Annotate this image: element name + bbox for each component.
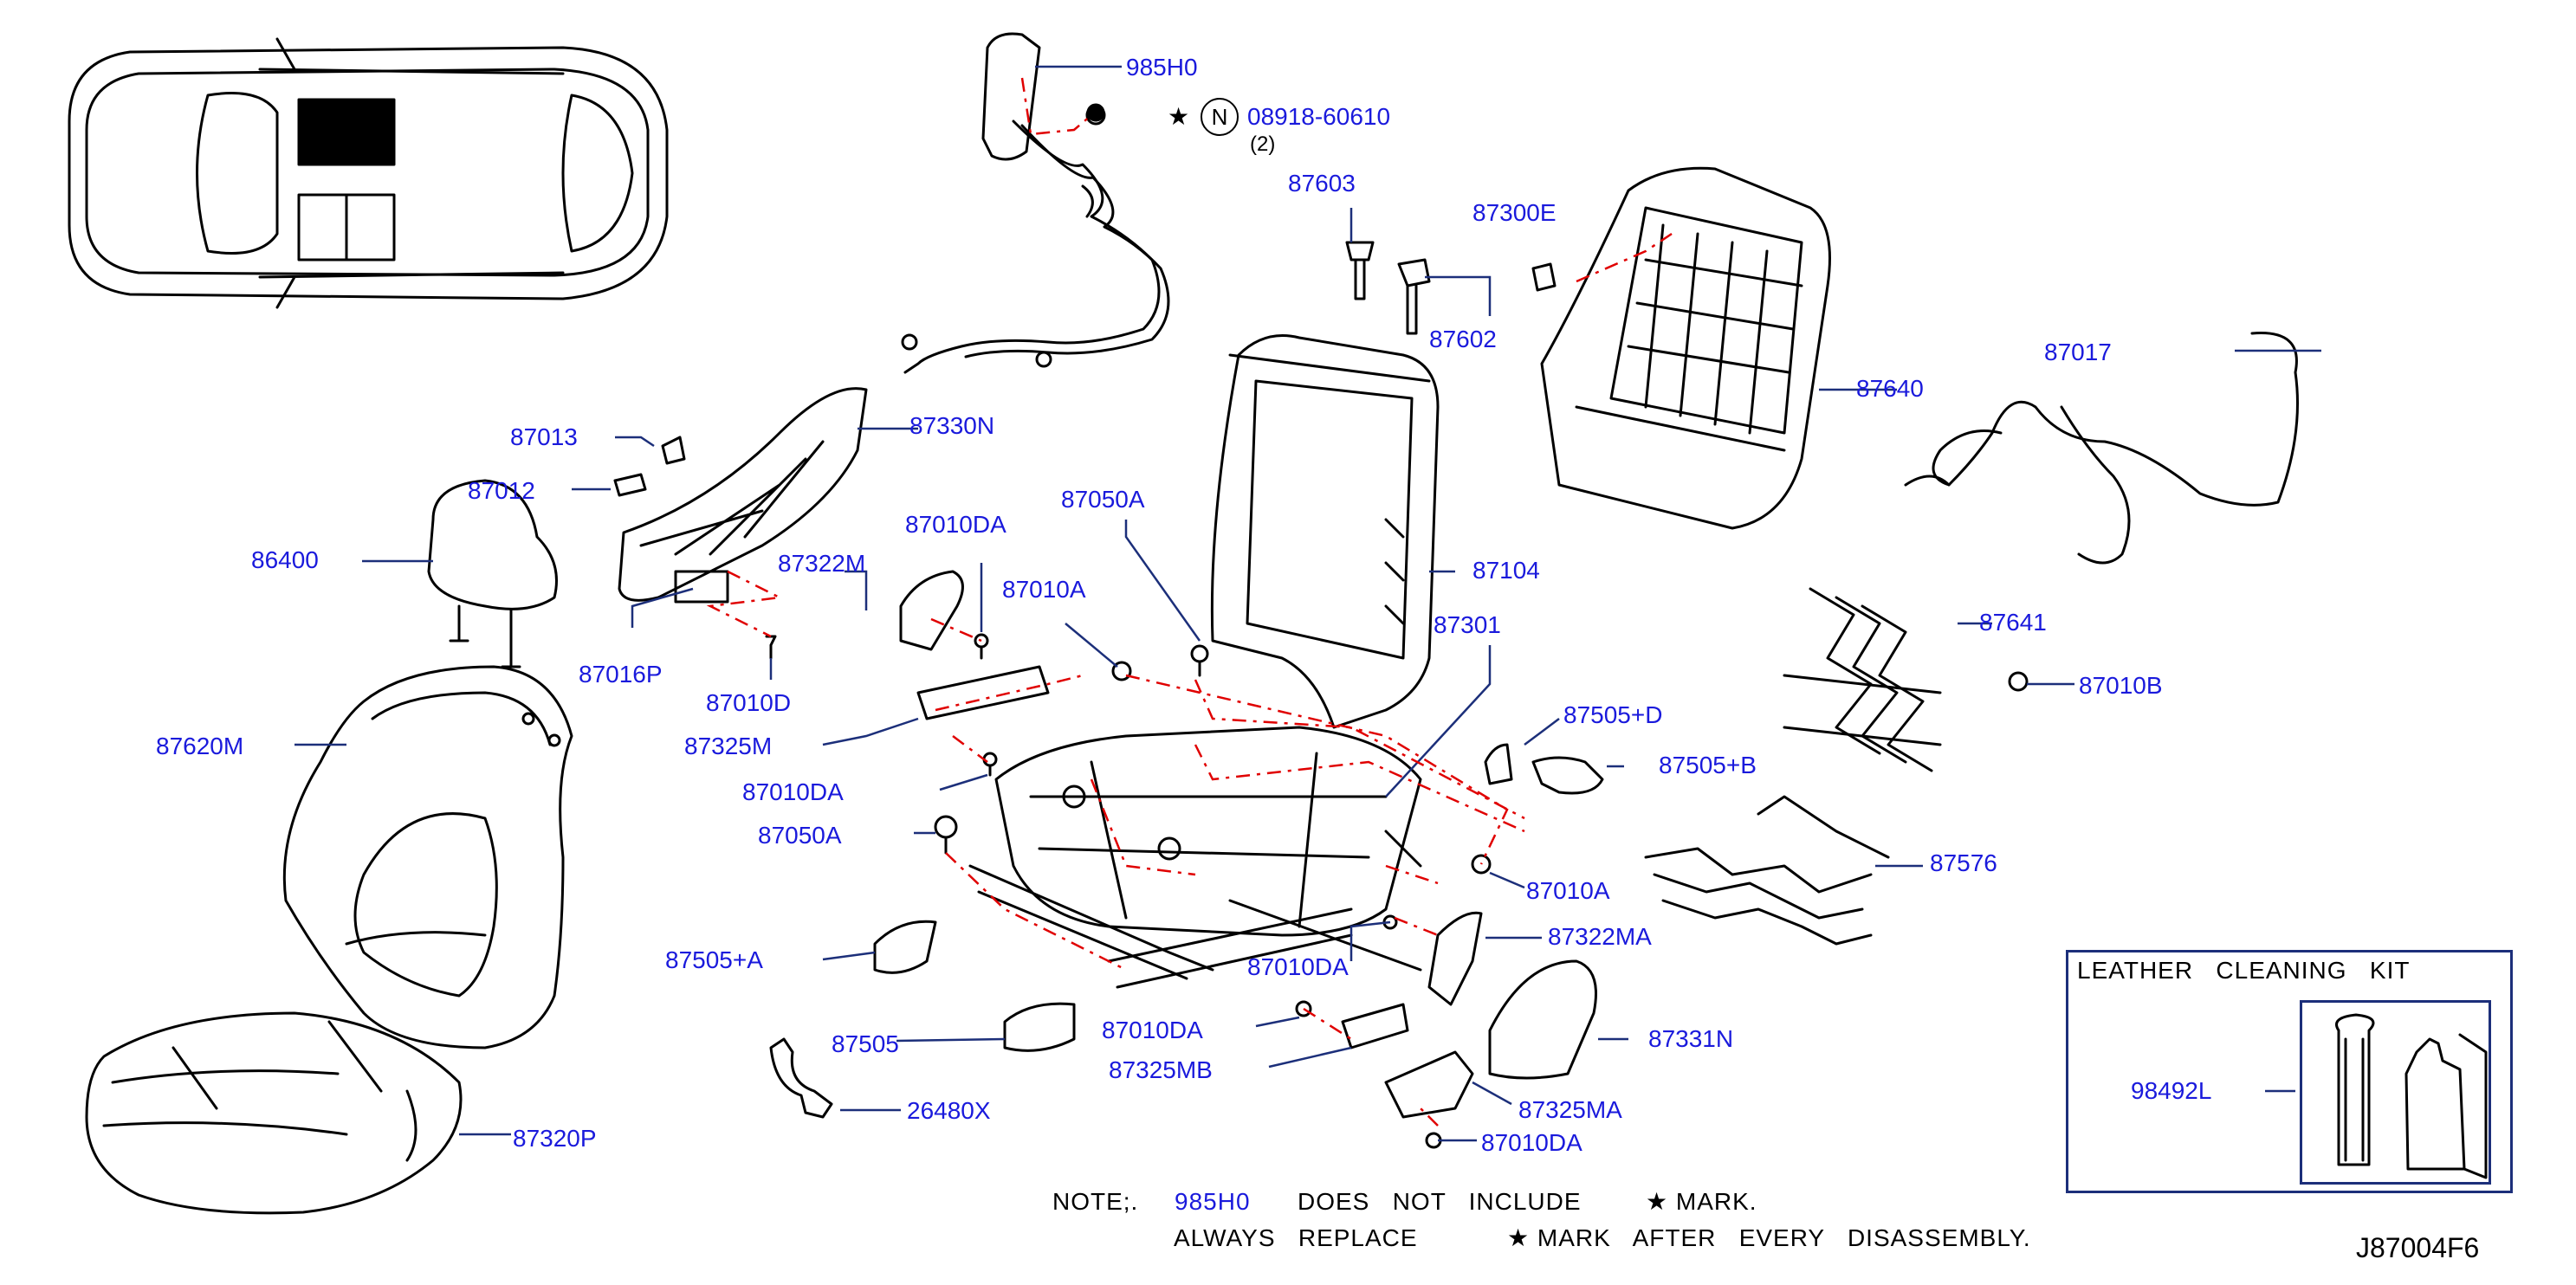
cushion-spring[interactable]: [1644, 795, 1890, 946]
leather-cleaning-kit-inner-box: [2300, 1000, 2491, 1185]
callout-87050A-2[interactable]: 87050A: [758, 822, 842, 849]
callout-87010A-1[interactable]: 87010A: [1002, 576, 1086, 603]
car-top-view-icon: [68, 37, 669, 309]
callout-87505-B[interactable]: 87505+B: [1659, 752, 1757, 778]
callout-87010DA-1[interactable]: 87010DA: [905, 511, 1006, 538]
bolt-87010DA-4[interactable]: [1295, 1000, 1312, 1017]
callout-87325M[interactable]: 87325M: [684, 733, 773, 759]
knob-87013[interactable]: [661, 436, 686, 465]
callout-87603[interactable]: 87603: [1288, 170, 1356, 197]
note-line2-start: ALWAYS REPLACE: [1174, 1224, 1418, 1251]
diagram-id: J87004F6: [2356, 1232, 2480, 1263]
callout-87104[interactable]: 87104: [1472, 557, 1540, 584]
star-symbol: ★: [1168, 103, 1190, 130]
callout-87301[interactable]: 87301: [1434, 611, 1501, 638]
callout-87010DA-2[interactable]: 87010DA: [742, 778, 844, 805]
note-line2-rest: ★ MARK AFTER EVERY DISASSEMBLY.: [1507, 1224, 2031, 1251]
seatback-frame[interactable]: [1210, 334, 1440, 729]
trim-87505-D[interactable]: [1484, 743, 1513, 785]
leather-cleaning-kit-box: [2066, 950, 2513, 1193]
seatback-cover[interactable]: [282, 665, 573, 1049]
side-airbag-module[interactable]: [901, 32, 1170, 374]
clip-87300E[interactable]: [1531, 262, 1557, 292]
callout-87505-D[interactable]: 87505+D: [1563, 701, 1663, 728]
note-part-number[interactable]: 985H0: [1175, 1188, 1251, 1215]
callout-98492L[interactable]: 98492L: [2131, 1077, 2212, 1104]
seat-cushion-cover[interactable]: [85, 1011, 463, 1215]
headrest-guide-87602[interactable]: [1397, 258, 1431, 335]
callout-86400[interactable]: 86400: [251, 546, 319, 573]
nut-87010B[interactable]: [2008, 671, 2029, 692]
kit-title: LEATHER CLEANING KIT: [2077, 957, 2411, 984]
callout-87331N[interactable]: 87331N: [1648, 1025, 1734, 1052]
cleaning-kit-illustration: [2335, 1013, 2488, 1179]
callout-985H0[interactable]: 985H0: [1126, 54, 1198, 81]
nut-87010A-1[interactable]: [1111, 661, 1132, 681]
callout-87322MA[interactable]: 87322MA: [1548, 923, 1652, 950]
callout-08918-qty: (2): [1250, 132, 1276, 156]
side-shield-outer[interactable]: [618, 387, 868, 604]
callout-87010DA-3[interactable]: 87010DA: [1247, 953, 1349, 980]
callout-87330N[interactable]: 87330N: [909, 412, 995, 439]
knob-87012[interactable]: [613, 473, 647, 497]
callout-87640[interactable]: 87640: [1856, 375, 1924, 402]
seat-cushion-frame[interactable]: [968, 726, 1422, 989]
headrest-guide-87603[interactable]: [1345, 241, 1375, 300]
bracket-87325M[interactable]: [916, 665, 1050, 720]
n-circle-icon: N: [1201, 98, 1239, 136]
bolt-87050A-2[interactable]: [934, 815, 958, 855]
seatback-spring[interactable]: [1783, 587, 1942, 772]
callout-26480X[interactable]: 26480X: [907, 1097, 991, 1124]
bolt-87010DA-2[interactable]: [982, 752, 998, 777]
callout-08918-60610[interactable]: 08918-60610: [1247, 103, 1391, 130]
bolt-87010DA-1[interactable]: [974, 633, 989, 660]
note-label: NOTE;.: [1052, 1188, 1139, 1215]
callout-87010DA-4[interactable]: 87010DA: [1102, 1017, 1203, 1043]
callout-87505[interactable]: 87505: [832, 1030, 899, 1057]
seatback-board[interactable]: [1540, 166, 1831, 530]
screw-87010D[interactable]: [765, 635, 777, 660]
callout-87325MA[interactable]: 87325MA: [1518, 1096, 1622, 1123]
assembly-dash-lines: [706, 77, 1673, 1127]
bolt-87050A-1[interactable]: [1190, 644, 1209, 677]
trim-87505[interactable]: [1003, 1002, 1076, 1052]
headrest[interactable]: [427, 479, 558, 668]
note-line1: DOES NOT INCLUDE: [1298, 1188, 1582, 1215]
bracket-87322M[interactable]: [899, 570, 964, 651]
trim-87505-A[interactable]: [873, 920, 937, 974]
leader-lines: [294, 65, 2321, 1142]
callout-87602[interactable]: 87602: [1429, 326, 1497, 352]
callout-87641[interactable]: 87641: [1979, 609, 2047, 636]
callout-87016P[interactable]: 87016P: [579, 661, 663, 688]
seat-harness[interactable]: [1904, 332, 2299, 565]
callout-87505-A[interactable]: 87505+A: [665, 946, 763, 973]
callout-87320P[interactable]: 87320P: [513, 1125, 597, 1152]
bracket-87325MA[interactable]: [1384, 1050, 1474, 1119]
callout-87017[interactable]: 87017: [2044, 339, 2112, 365]
callout-87010D[interactable]: 87010D: [706, 689, 792, 716]
shield-87331N[interactable]: [1488, 959, 1597, 1080]
callout-87322M[interactable]: 87322M: [778, 550, 866, 577]
note-mark1: ★ MARK.: [1646, 1188, 1757, 1215]
callout-87010A-2[interactable]: 87010A: [1526, 877, 1610, 904]
callout-87325MB[interactable]: 87325MB: [1109, 1056, 1213, 1083]
nut-87010A-2[interactable]: [1471, 854, 1492, 875]
callout-87012[interactable]: 87012: [468, 477, 535, 504]
trim-87505-B[interactable]: [1531, 756, 1604, 795]
callout-87050A-1[interactable]: 87050A: [1061, 486, 1145, 513]
callout-87013[interactable]: 87013: [510, 423, 578, 450]
nut-08918-60610[interactable]: [1085, 105, 1106, 126]
callout-87010DA-5[interactable]: 87010DA: [1481, 1129, 1582, 1156]
bracket-87325MB[interactable]: [1341, 1003, 1409, 1049]
callout-87010B[interactable]: 87010B: [2079, 672, 2163, 699]
callout-87576[interactable]: 87576: [1930, 849, 1997, 876]
sensor-26480X[interactable]: [769, 1037, 833, 1119]
bracket-87322MA[interactable]: [1427, 911, 1483, 1006]
callout-87300E[interactable]: 87300E: [1472, 199, 1557, 226]
callout-87620M[interactable]: 87620M: [156, 733, 244, 759]
